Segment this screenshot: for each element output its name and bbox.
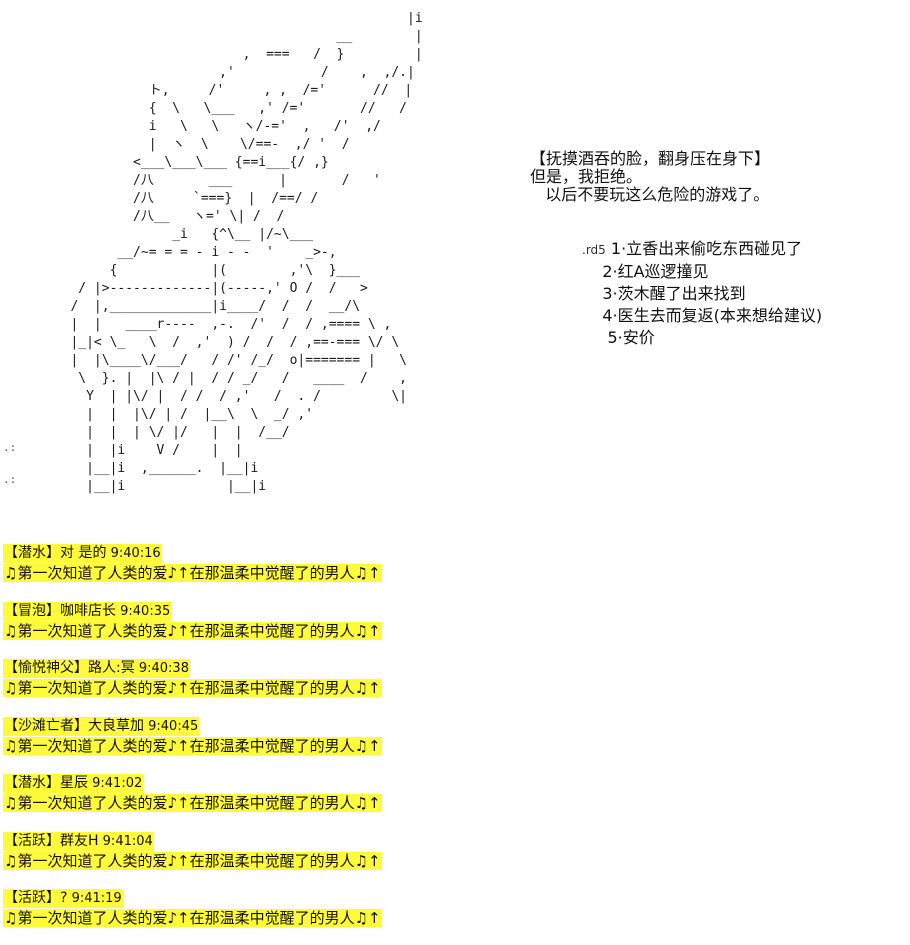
roll-option: 3·茨木醒了出来找到 [582, 283, 907, 305]
chat-entry: 【沙滩亡者】大良草加 9:40:45♫第一次知道了人类的爱♪↑在那温柔中觉醒了的… [3, 715, 603, 773]
chat-message: ♫第一次知道了人类的爱♪↑在那温柔中觉醒了的男人♫↑ [3, 564, 382, 582]
dice-roll-options: .rd5 1·立香出来偷吃东西碰见了 2·红A巡逻撞见 3·茨木醒了出来找到 4… [582, 238, 907, 349]
chat-message: ♫第一次知道了人类的爱♪↑在那温柔中觉醒了的男人♫↑ [3, 794, 382, 812]
side-dots: .: .: [3, 441, 17, 486]
user-name: 星辰 [60, 775, 88, 791]
roll-tag: .rd5 [582, 243, 606, 257]
chat-entry: 【潜水】星辰 9:41:02♫第一次知道了人类的爱♪↑在那温柔中觉醒了的男人♫↑ [3, 772, 603, 830]
narration-line: 【抚摸酒吞的脸，翻身压在身下】 [530, 149, 771, 168]
user-name: 群友H [60, 832, 99, 849]
chat-entry: 【冒泡】咖啡店长 9:40:35♫第一次知道了人类的爱♪↑在那温柔中觉醒了的男人… [3, 600, 603, 658]
chat-entry: 【愉悦神父】路人:冥 9:40:38♫第一次知道了人类的爱♪↑在那温柔中觉醒了的… [3, 657, 603, 715]
roll-option: .rd5 1·立香出来偷吃东西碰见了 [582, 238, 907, 261]
narration-block: 【抚摸酒吞的脸，翻身压在身下】 但是，我拒绝。 以后不要玩这么危险的游戏了。 [530, 150, 900, 204]
user-name: ? [60, 890, 68, 906]
user-rank-tag: 【愉悦神父】 [4, 660, 88, 676]
message-time: 9:41:02 [88, 776, 143, 791]
chat-message: ♫第一次知道了人类的爱♪↑在那温柔中觉醒了的男人♫↑ [3, 679, 382, 697]
narration-line: 以后不要玩这么危险的游戏了。 [530, 185, 770, 204]
message-time: 9:40:35 [116, 603, 171, 619]
user-name: 咖啡店长 [60, 602, 116, 619]
roll-option-text: 4·医生去而复返(本来想给建议) [602, 306, 823, 325]
user-rank-tag: 【冒泡】 [4, 602, 60, 619]
user-rank-tag: 【活跃】 [4, 890, 60, 906]
user-rank-tag: 【潜水】 [4, 775, 60, 791]
user-name: 对 是的 [60, 545, 107, 561]
chat-message: ♫第一次知道了人类的爱♪↑在那温柔中觉醒了的男人♫↑ [3, 851, 382, 870]
message-time: 9:41:19 [67, 891, 122, 906]
chat-header: 【潜水】星辰 9:41:02 [3, 774, 144, 793]
message-time: 9:40:38 [134, 661, 189, 676]
chat-entry: 【活跃】? 9:41:19♫第一次知道了人类的爱♪↑在那温柔中觉醒了的男人♫↑ [3, 887, 603, 945]
user-name: 大良草加 [88, 717, 144, 734]
message-time: 9:41:04 [98, 833, 153, 849]
chat-header: 【沙滩亡者】大良草加 9:40:45 [3, 716, 200, 736]
roll-option-text: 1·立香出来偷吃东西碰见了 [610, 239, 803, 258]
user-rank-tag: 【潜水】 [4, 545, 60, 561]
chat-log: 【潜水】对 是的 9:40:16♫第一次知道了人类的爱♪↑在那温柔中觉醒了的男人… [3, 542, 603, 945]
message-time: 9:40:16 [106, 546, 161, 561]
chat-header: 【愉悦神父】路人:冥 9:40:38 [3, 659, 190, 678]
chat-message: ♫第一次知道了人类的爱♪↑在那温柔中觉醒了的男人♫↑ [3, 909, 382, 927]
chat-entry: 【活跃】群友H 9:41:04♫第一次知道了人类的爱♪↑在那温柔中觉醒了的男人♫… [3, 830, 603, 888]
user-rank-tag: 【活跃】 [4, 832, 60, 849]
roll-option-text: 3·茨木醒了出来找到 [602, 284, 746, 303]
roll-option-text: 5·安价 [607, 328, 655, 347]
roll-option: 4·医生去而复返(本来想给建议) [582, 305, 907, 327]
chat-header: 【潜水】对 是的 9:40:16 [3, 544, 162, 563]
chat-header: 【活跃】? 9:41:19 [3, 889, 123, 908]
message-time: 9:40:45 [144, 718, 199, 734]
ascii-art-mecha-figure: |i __ | , === / } | ,' / , ,/.| ト, /' [70, 11, 423, 494]
user-rank-tag: 【沙滩亡者】 [4, 717, 88, 734]
user-name: 路人:冥 [88, 660, 135, 676]
roll-option: 5·安价 [582, 327, 907, 349]
chat-message: ♫第一次知道了人类的爱♪↑在那温柔中觉醒了的男人♫↑ [3, 621, 382, 640]
roll-option-text: 2·红A巡逻撞见 [602, 262, 709, 281]
chat-header: 【活跃】群友H 9:41:04 [3, 831, 154, 851]
chat-entry: 【潜水】对 是的 9:40:16♫第一次知道了人类的爱♪↑在那温柔中觉醒了的男人… [3, 542, 603, 600]
chat-header: 【冒泡】咖啡店长 9:40:35 [3, 601, 172, 621]
narration-line: 但是，我拒绝。 [530, 167, 643, 186]
roll-option: 2·红A巡逻撞见 [582, 261, 907, 283]
chat-message: ♫第一次知道了人类的爱♪↑在那温柔中觉醒了的男人♫↑ [3, 736, 382, 755]
